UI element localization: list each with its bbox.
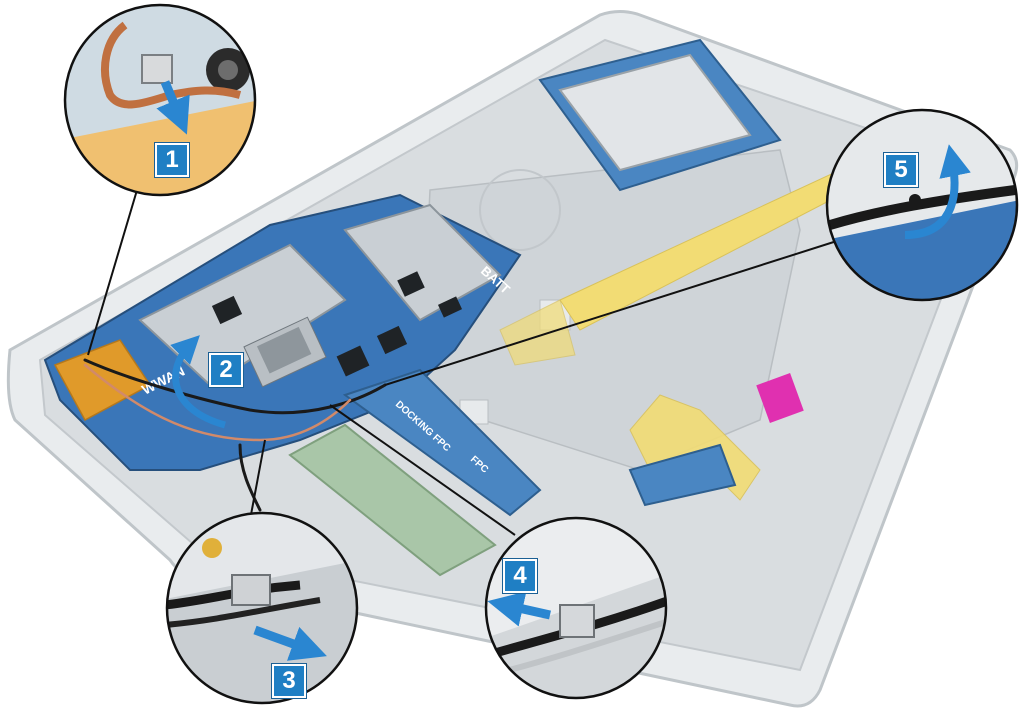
daughter-board xyxy=(538,38,782,192)
zoom-circle-4 xyxy=(484,516,668,700)
antenna-cables xyxy=(83,358,387,512)
step-1-badge: 1 xyxy=(155,143,189,177)
leader-lines xyxy=(87,179,841,536)
port-module xyxy=(628,443,737,507)
zoom-circle-5 xyxy=(825,108,1019,302)
step-2-badge: 2 xyxy=(209,353,243,387)
step-3-badge: 3 xyxy=(272,664,306,698)
step-5-badge: 5 xyxy=(884,153,918,187)
step-2-arrow xyxy=(170,335,226,429)
motherboard xyxy=(43,193,542,577)
step-4-badge: 4 xyxy=(503,559,537,593)
magenta-label xyxy=(756,373,804,423)
zoom-circle-3 xyxy=(165,511,359,705)
